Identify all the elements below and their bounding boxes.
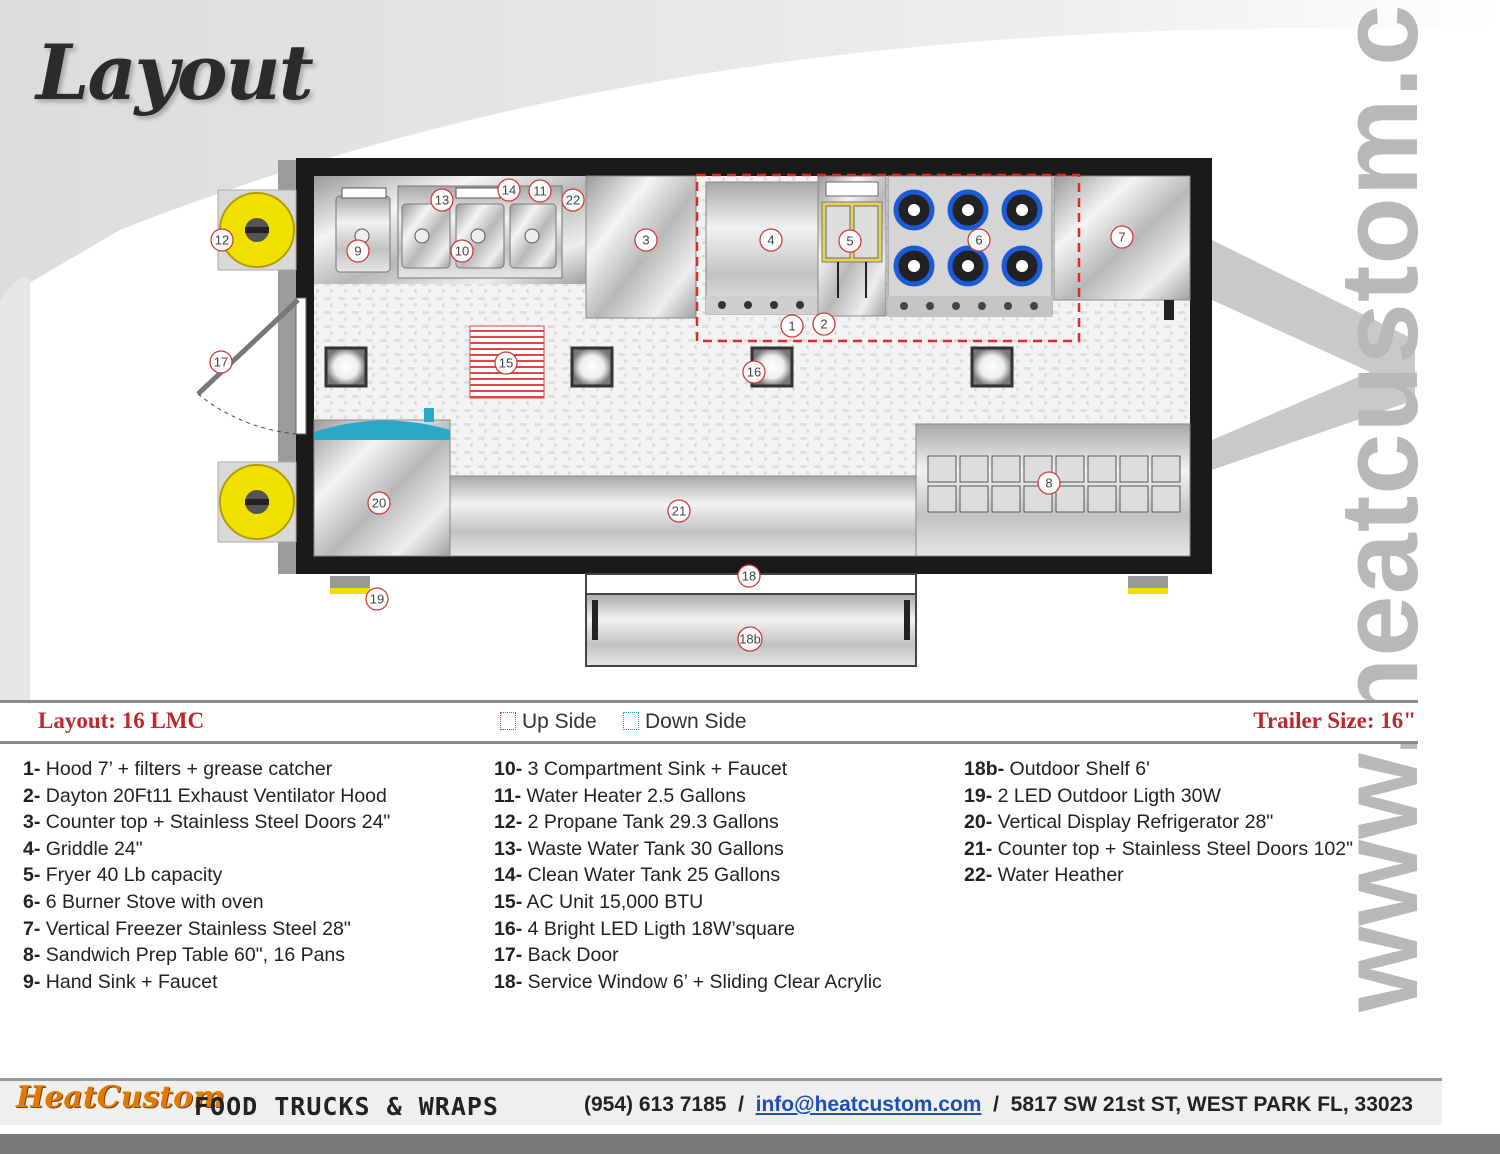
label-6: 6	[975, 233, 982, 248]
label-21: 21	[672, 504, 686, 519]
list-item: 21- Counter top + Stainless Steel Doors …	[964, 837, 1354, 860]
label-9: 9	[354, 244, 361, 259]
list-item: 3- Counter top + Stainless Steel Doors 2…	[23, 811, 391, 834]
list-item: 13- Waste Water Tank 30 Gallons	[494, 837, 784, 860]
label-1: 1	[788, 319, 795, 334]
brand-logo: HeatCustom	[16, 1080, 225, 1115]
footer-bar	[0, 1078, 1442, 1125]
label-5: 5	[846, 234, 853, 249]
label-15: 15	[499, 356, 513, 371]
list-item: 2- Dayton 20Ft11 Exhaust Ventilator Hood	[23, 784, 387, 807]
list-item: 14- Clean Water Tank 25 Gallons	[494, 864, 781, 887]
list-item: 18b- Outdoor Shelf 6'	[964, 758, 1150, 780]
items-column-3: 18b- Outdoor Shelf 6' 19- 2 LED Outdoor …	[964, 756, 1353, 889]
label-7: 7	[1118, 230, 1125, 245]
label-3: 3	[642, 233, 649, 248]
label-4: 4	[767, 233, 774, 248]
info-band: Layout: 16 LMC Up Side Down Side Trailer…	[0, 700, 1418, 744]
list-item: 5- Fryer 40 Lb capacity	[23, 864, 223, 887]
legend-down-side: Down Side	[623, 710, 747, 734]
list-item: 10- 3 Compartment Sink + Faucet	[494, 758, 788, 780]
legend-down-label: Down Side	[645, 710, 747, 733]
footer-tagline: FOOD TRUCKS & WRAPS	[194, 1092, 499, 1121]
label-17: 17	[214, 355, 228, 370]
label-12: 12	[215, 233, 229, 248]
items-column-2: 10- 3 Compartment Sink + Faucet 11- Wate…	[494, 756, 882, 995]
list-item: 4- Griddle 24"	[23, 837, 143, 860]
email-link[interactable]: info@heatcustom.com	[755, 1093, 982, 1116]
label-22: 22	[566, 193, 580, 208]
separator: /	[726, 1093, 756, 1116]
list-item: 6- 6 Burner Stove with oven	[23, 890, 264, 913]
phone-number: (954) 613 7185	[584, 1093, 727, 1116]
legend-up-side: Up Side	[500, 710, 597, 734]
label-13: 13	[435, 193, 449, 208]
up-side-swatch-icon	[500, 712, 516, 730]
label-19: 19	[370, 592, 384, 607]
list-item: 18- Service Window 6’ + Sliding Clear Ac…	[494, 970, 882, 993]
list-item: 17- Back Door	[494, 944, 619, 967]
trailer-size: Trailer Size: 16"	[1253, 708, 1416, 733]
list-item: 20- Vertical Display Refrigerator 28"	[964, 811, 1274, 834]
label-8: 8	[1045, 476, 1052, 491]
label-11: 11	[533, 184, 547, 199]
list-item: 8- Sandwich Prep Table 60", 16 Pans	[23, 944, 346, 967]
list-item: 1- Hood 7’ + filters + grease catcher	[23, 758, 333, 780]
label-2: 2	[820, 317, 827, 332]
footer-contact: (954) 613 7185 / info@heatcustom.com / 5…	[584, 1093, 1413, 1117]
page-title: Layout	[36, 28, 314, 117]
list-item: 7- Vertical Freezer Stainless Steel 28"	[23, 917, 351, 940]
label-10: 10	[455, 244, 469, 259]
label-18: 18	[742, 569, 756, 584]
footer-bottom-strip	[0, 1134, 1500, 1154]
legend-up-label: Up Side	[522, 710, 597, 733]
address: 5817 SW 21st ST, WEST PARK FL, 33023	[1010, 1093, 1413, 1116]
list-item: 22- Water Heather	[964, 864, 1124, 887]
list-item: 12- 2 Propane Tank 29.3 Gallons	[494, 811, 779, 834]
label-20: 20	[372, 496, 386, 511]
label-14: 14	[502, 183, 516, 198]
list-item: 19- 2 LED Outdoor Ligth 30W	[964, 784, 1221, 807]
separator: /	[981, 1093, 1011, 1116]
list-item: 15- AC Unit 15,000 BTU	[494, 890, 704, 913]
list-item: 16- 4 Bright LED Ligth 18W’square	[494, 917, 795, 940]
label-16: 16	[747, 365, 761, 380]
items-column-1: 1- Hood 7’ + filters + grease catcher 2-…	[23, 756, 390, 995]
down-side-swatch-icon	[623, 712, 639, 730]
label-18b: 18b	[739, 632, 761, 647]
layout-name: Layout: 16 LMC	[38, 708, 205, 733]
list-item: 9- Hand Sink + Faucet	[23, 970, 218, 993]
list-item: 11- Water Heater 2.5 Gallons	[494, 784, 746, 807]
